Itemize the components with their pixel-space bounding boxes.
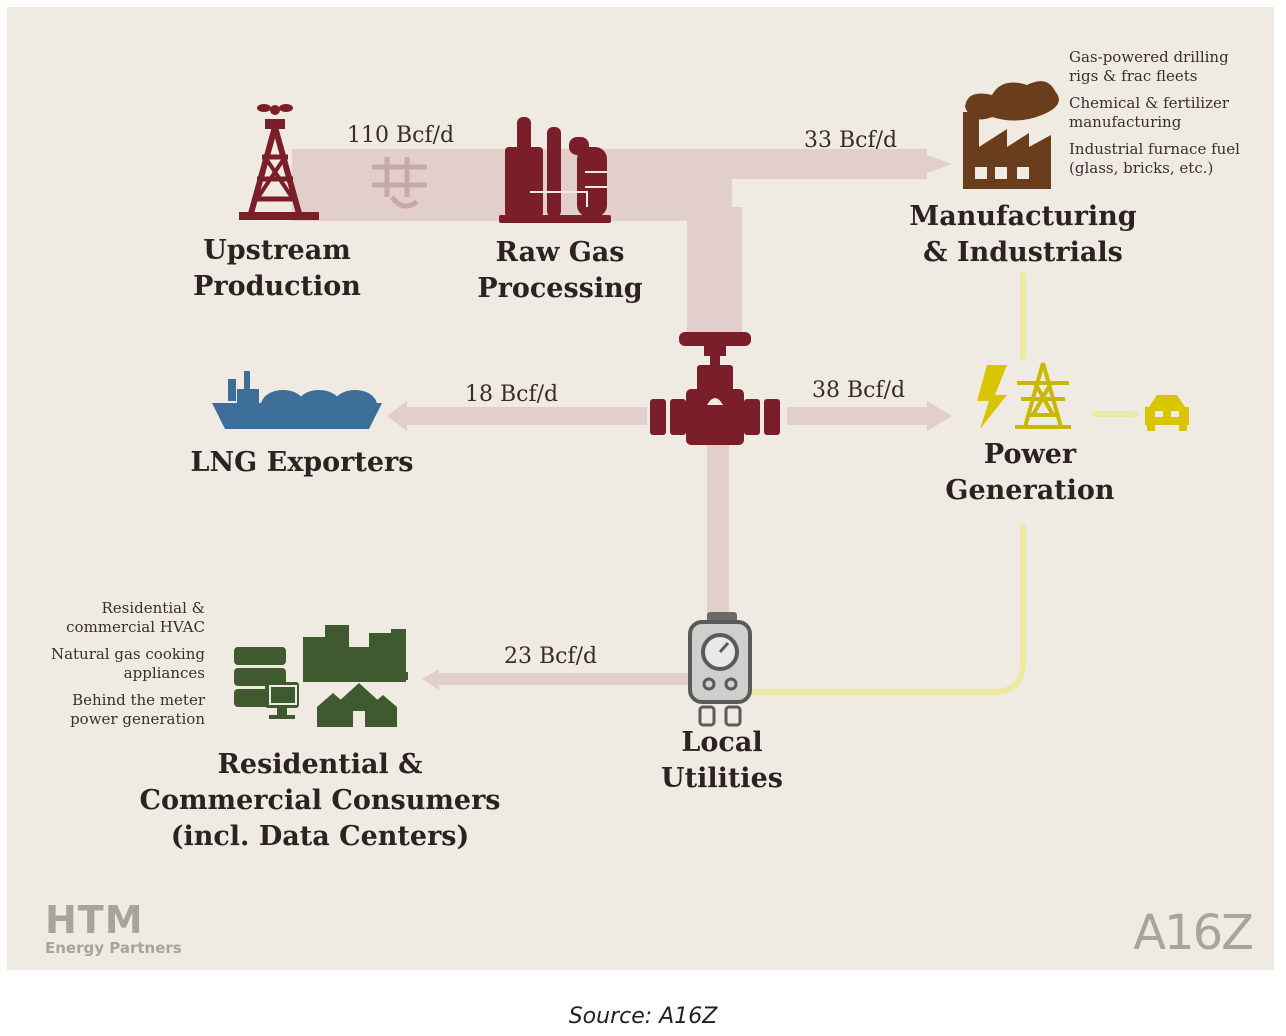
- consumer-use-item: Behind the meter power generation: [70, 691, 205, 728]
- label-power-generation: Power Generation: [945, 439, 1115, 506]
- electric-line-utilities: [744, 524, 1026, 695]
- flow-lng: 18 Bcf/d: [465, 382, 559, 407]
- htm-logo-mark: HTM: [45, 898, 144, 942]
- flow-consumers: 23 Bcf/d: [504, 644, 598, 669]
- label-raw-gas-processing: Raw Gas Processing: [477, 237, 643, 304]
- electric-car-icon: [1145, 395, 1189, 431]
- pipe-funnel: [697, 307, 732, 322]
- label-local-utilities: Local Utilities: [661, 727, 783, 794]
- data-center-servers-icon: [234, 647, 299, 719]
- factory-icon: [963, 81, 1059, 189]
- manufacturing-use-item: Gas-powered drilling rigs & frac fleets: [1069, 48, 1229, 85]
- source-caption: Source: A16Z: [568, 1004, 718, 1029]
- gas-meter-icon: [688, 612, 752, 727]
- pipe-fittings-icon: [372, 157, 427, 209]
- diagram-panel: Upstream Production Raw Gas Processing M…: [7, 7, 1274, 970]
- city-buildings-icon: [303, 625, 408, 682]
- transmission-tower-icon: [1015, 362, 1071, 429]
- flow-diagram: [212, 81, 1189, 727]
- pipe-to-utilities: [707, 437, 729, 617]
- label-upstream-production: Upstream Production: [193, 235, 361, 302]
- manufacturing-uses-list: Gas-powered drilling rigs & frac fleets …: [1069, 48, 1269, 186]
- label-residential-commercial-consumers: Residential & Commercial Consumers (incl…: [139, 749, 501, 852]
- consumer-use-item: Natural gas cooking appliances: [50, 645, 205, 682]
- label-lng-exporters: LNG Exporters: [190, 447, 414, 478]
- pipe-to-lng: [387, 401, 647, 431]
- oil-derrick-icon: [239, 104, 319, 220]
- lng-tanker-icon: [212, 371, 382, 429]
- manufacturing-use-item: Chemical & fertilizer manufacturing: [1069, 94, 1230, 131]
- consumer-uses-list: Residential & commercial HVAC Natural ga…: [27, 599, 205, 737]
- electric-lines: [744, 272, 1138, 695]
- consumer-use-item: Residential & commercial HVAC: [66, 599, 205, 636]
- pipe-to-manufacturing: [732, 149, 952, 179]
- label-manufacturing-industrials: Manufacturing & Industrials: [909, 201, 1137, 268]
- houses-icon: [317, 683, 397, 727]
- lightning-bolt-icon: [977, 365, 1007, 429]
- flow-manufacturing: 33 Bcf/d: [804, 128, 898, 153]
- flow-power: 38 Bcf/d: [812, 378, 906, 403]
- gas-pipelines: [292, 149, 952, 690]
- pipe-to-consumers: [422, 669, 692, 690]
- pipe-to-power: [787, 401, 952, 431]
- htm-logo-subtitle: Energy Partners: [45, 939, 182, 957]
- valve-icon: [650, 332, 780, 445]
- htm-energy-partners-logo: HTM Energy Partners: [45, 900, 182, 956]
- processing-plant-icon: [499, 117, 611, 223]
- flow-total: 110 Bcf/d: [347, 123, 455, 148]
- a16z-logo: A16Z: [1133, 905, 1254, 961]
- manufacturing-use-item: Industrial furnace fuel (glass, bricks, …: [1069, 140, 1240, 177]
